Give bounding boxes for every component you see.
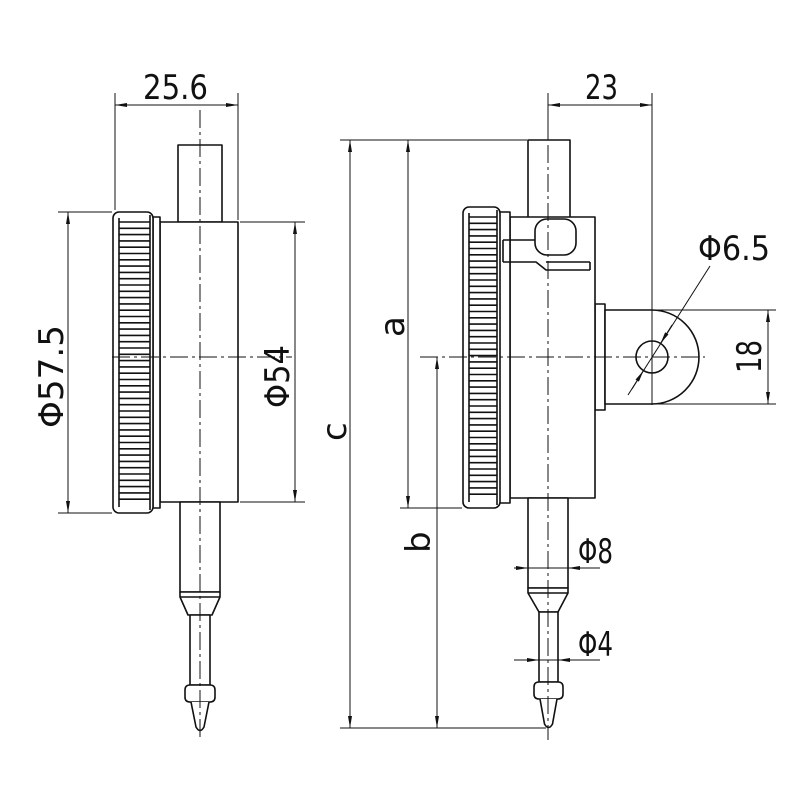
label-b: b <box>399 531 439 553</box>
front-knurl <box>469 216 497 496</box>
label-stem-diameter: Φ8 <box>578 532 613 572</box>
dimension-labels: 25.6 23 Φ57.5 Φ54 Φ6.5 a b c 18 Φ8 Φ4 <box>32 68 770 665</box>
label-width: 25.6 <box>143 68 208 108</box>
label-bezel-diameter: Φ57.5 <box>32 325 72 428</box>
label-a: a <box>373 316 413 337</box>
front-clamp-bracket <box>502 239 591 271</box>
label-case-diameter: Φ54 <box>258 345 298 408</box>
front-clamp-knob <box>534 218 577 256</box>
arrow-hole-upper <box>660 324 673 344</box>
label-lug-offset: 23 <box>585 68 618 108</box>
label-c: c <box>315 422 355 441</box>
side-bezel <box>112 211 154 514</box>
label-lug-width: 18 <box>730 340 770 373</box>
front-dimensions <box>340 93 776 740</box>
side-knurl <box>119 221 150 501</box>
front-stem-top <box>527 139 571 219</box>
side-bezel-band <box>152 216 161 509</box>
arrow-hole-lower <box>631 370 644 390</box>
label-spindle-diameter: Φ4 <box>578 625 613 665</box>
label-hole-diameter: Φ6.5 <box>698 229 770 269</box>
side-dimensions <box>58 93 305 740</box>
side-case-body <box>159 221 239 503</box>
